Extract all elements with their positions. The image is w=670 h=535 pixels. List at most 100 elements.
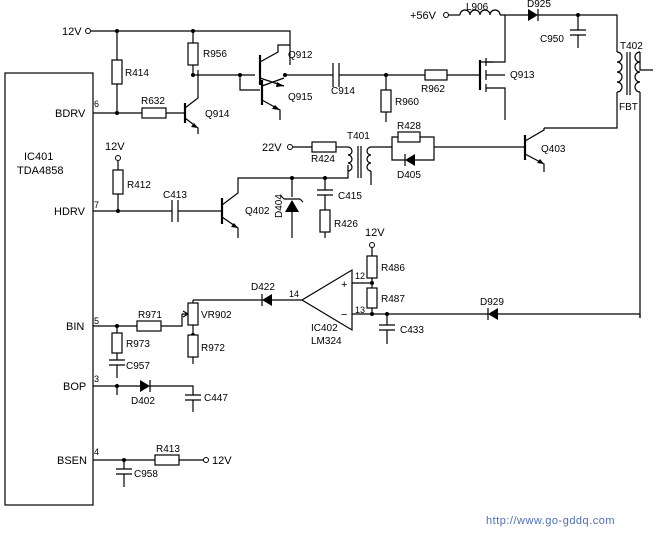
label-t402: T402 <box>620 41 643 52</box>
label-c958: C958 <box>134 469 158 480</box>
bdrv-section: 12V R414 R632 Q914 R956 <box>62 20 535 134</box>
label-q912: Q912 <box>288 50 313 61</box>
opamp-ic402 <box>300 268 353 332</box>
transformer-t402-primary <box>616 51 623 93</box>
supply-section: +56V L906 D925 C950 T402 FBT <box>410 0 653 318</box>
label-d925: D925 <box>527 0 551 10</box>
bop-section: D402 C447 <box>93 380 228 412</box>
label-r962: R962 <box>421 84 445 95</box>
resistor-r960 <box>380 89 392 113</box>
rail-v22: 22V <box>262 142 282 154</box>
transistor-q915 <box>260 77 285 120</box>
resistor-r487 <box>366 287 378 309</box>
terminal-12v-top <box>85 28 91 34</box>
label-q402: Q402 <box>245 206 270 217</box>
pin-bin-num: 5 <box>94 316 99 326</box>
zener-d404 <box>285 200 299 212</box>
label-c433: C433 <box>400 325 424 336</box>
inductor-l906 <box>459 9 501 16</box>
resistor-r486 <box>366 255 378 279</box>
transistor-q914 <box>183 70 199 134</box>
label-r960: R960 <box>395 97 419 108</box>
bin-section: 12V R486 R487 + − 12 13 14 IC402 LM324 C… <box>93 227 641 378</box>
label-vr902: VR902 <box>201 310 232 321</box>
label-r413: R413 <box>156 444 180 455</box>
transistor-q403 <box>523 128 545 172</box>
label-r486: R486 <box>381 263 405 274</box>
label-q403: Q403 <box>541 144 566 155</box>
potentiometer-vr902 <box>187 302 199 326</box>
transformer-t401 <box>347 146 353 172</box>
label-fbt: FBT <box>619 102 638 113</box>
resistor-r973 <box>111 332 123 354</box>
resistor-r962 <box>424 69 448 81</box>
resistor-r426 <box>319 209 331 233</box>
resistor-r971 <box>136 320 162 332</box>
label-c914: C914 <box>331 86 355 97</box>
label-r424: R424 <box>311 154 335 165</box>
rail-v56: +56V <box>410 10 437 22</box>
label-r428: R428 <box>397 121 421 132</box>
pin-hdrv-num: 7 <box>94 200 99 210</box>
label-r973: R973 <box>126 339 150 350</box>
opamp-plus-sign: + <box>341 279 347 291</box>
label-c957: C957 <box>126 361 150 372</box>
watermark-url: http://www.go-gddq.com <box>486 515 615 527</box>
pin-bop-label: BOP <box>63 381 86 393</box>
ic401-part: TDA4858 <box>17 165 63 177</box>
label-q914: Q914 <box>205 109 230 120</box>
ic401-body <box>4 72 94 506</box>
opamp-pin-minus: 13 <box>355 305 365 315</box>
label-c950: C950 <box>540 34 564 45</box>
mosfet-q913 <box>478 20 506 120</box>
ic402-part: LM324 <box>311 336 342 347</box>
resistor-r424 <box>311 141 337 153</box>
resistor-r972 <box>187 334 199 358</box>
label-q915: Q915 <box>288 92 313 103</box>
pin-bdrv-label: BDRV <box>55 108 86 120</box>
label-c415: C415 <box>338 191 362 202</box>
label-r971: R971 <box>138 310 162 321</box>
label-c413: C413 <box>163 190 187 201</box>
diode-d925 <box>528 9 538 21</box>
label-r414: R414 <box>125 68 149 79</box>
resistor-r412 <box>112 169 124 195</box>
label-d929: D929 <box>480 297 504 308</box>
ic401-name: IC401 <box>24 151 53 163</box>
label-r426: R426 <box>334 219 358 230</box>
label-r632: R632 <box>141 96 165 107</box>
label-r972: R972 <box>201 343 225 354</box>
diode-d929 <box>488 308 498 320</box>
diode-d422 <box>262 294 272 306</box>
label-d404: D404 <box>274 194 285 218</box>
ic402-name: IC402 <box>311 323 338 334</box>
transistor-q912 <box>258 44 290 87</box>
pin-bop-num: 3 <box>94 374 99 384</box>
rail-12v-r486: 12V <box>365 227 385 239</box>
transistor-q402 <box>220 177 325 238</box>
resistor-r414 <box>111 59 123 85</box>
bsen-section: R413 12V C958 <box>93 444 232 487</box>
pin-bin-label: BIN <box>66 321 84 333</box>
label-r956: R956 <box>203 49 227 60</box>
hdrv-section: 12V R412 C413 Q402 D404 C415 R426 <box>93 121 566 238</box>
label-d405: D405 <box>397 170 421 181</box>
pin-hdrv-label: HDRV <box>54 206 86 218</box>
label-d422: D422 <box>251 282 275 293</box>
label-t401: T401 <box>347 131 370 142</box>
diode-d402 <box>140 380 150 392</box>
pin-bsen-num: 4 <box>94 447 99 457</box>
resistor-r413 <box>154 454 180 466</box>
label-r412: R412 <box>127 180 151 191</box>
rail-12v-top: 12V <box>62 26 82 38</box>
label-l906: L906 <box>466 2 489 13</box>
label-q913: Q913 <box>510 70 535 81</box>
label-r487: R487 <box>381 294 405 305</box>
pin-bsen-label: BSEN <box>57 455 87 467</box>
rail-12v-r412: 12V <box>105 141 125 153</box>
pin-bdrv-num: 6 <box>94 99 99 109</box>
resistor-r428 <box>397 131 421 143</box>
opamp-pin-out: 14 <box>289 289 299 299</box>
label-d402: D402 <box>131 396 155 407</box>
